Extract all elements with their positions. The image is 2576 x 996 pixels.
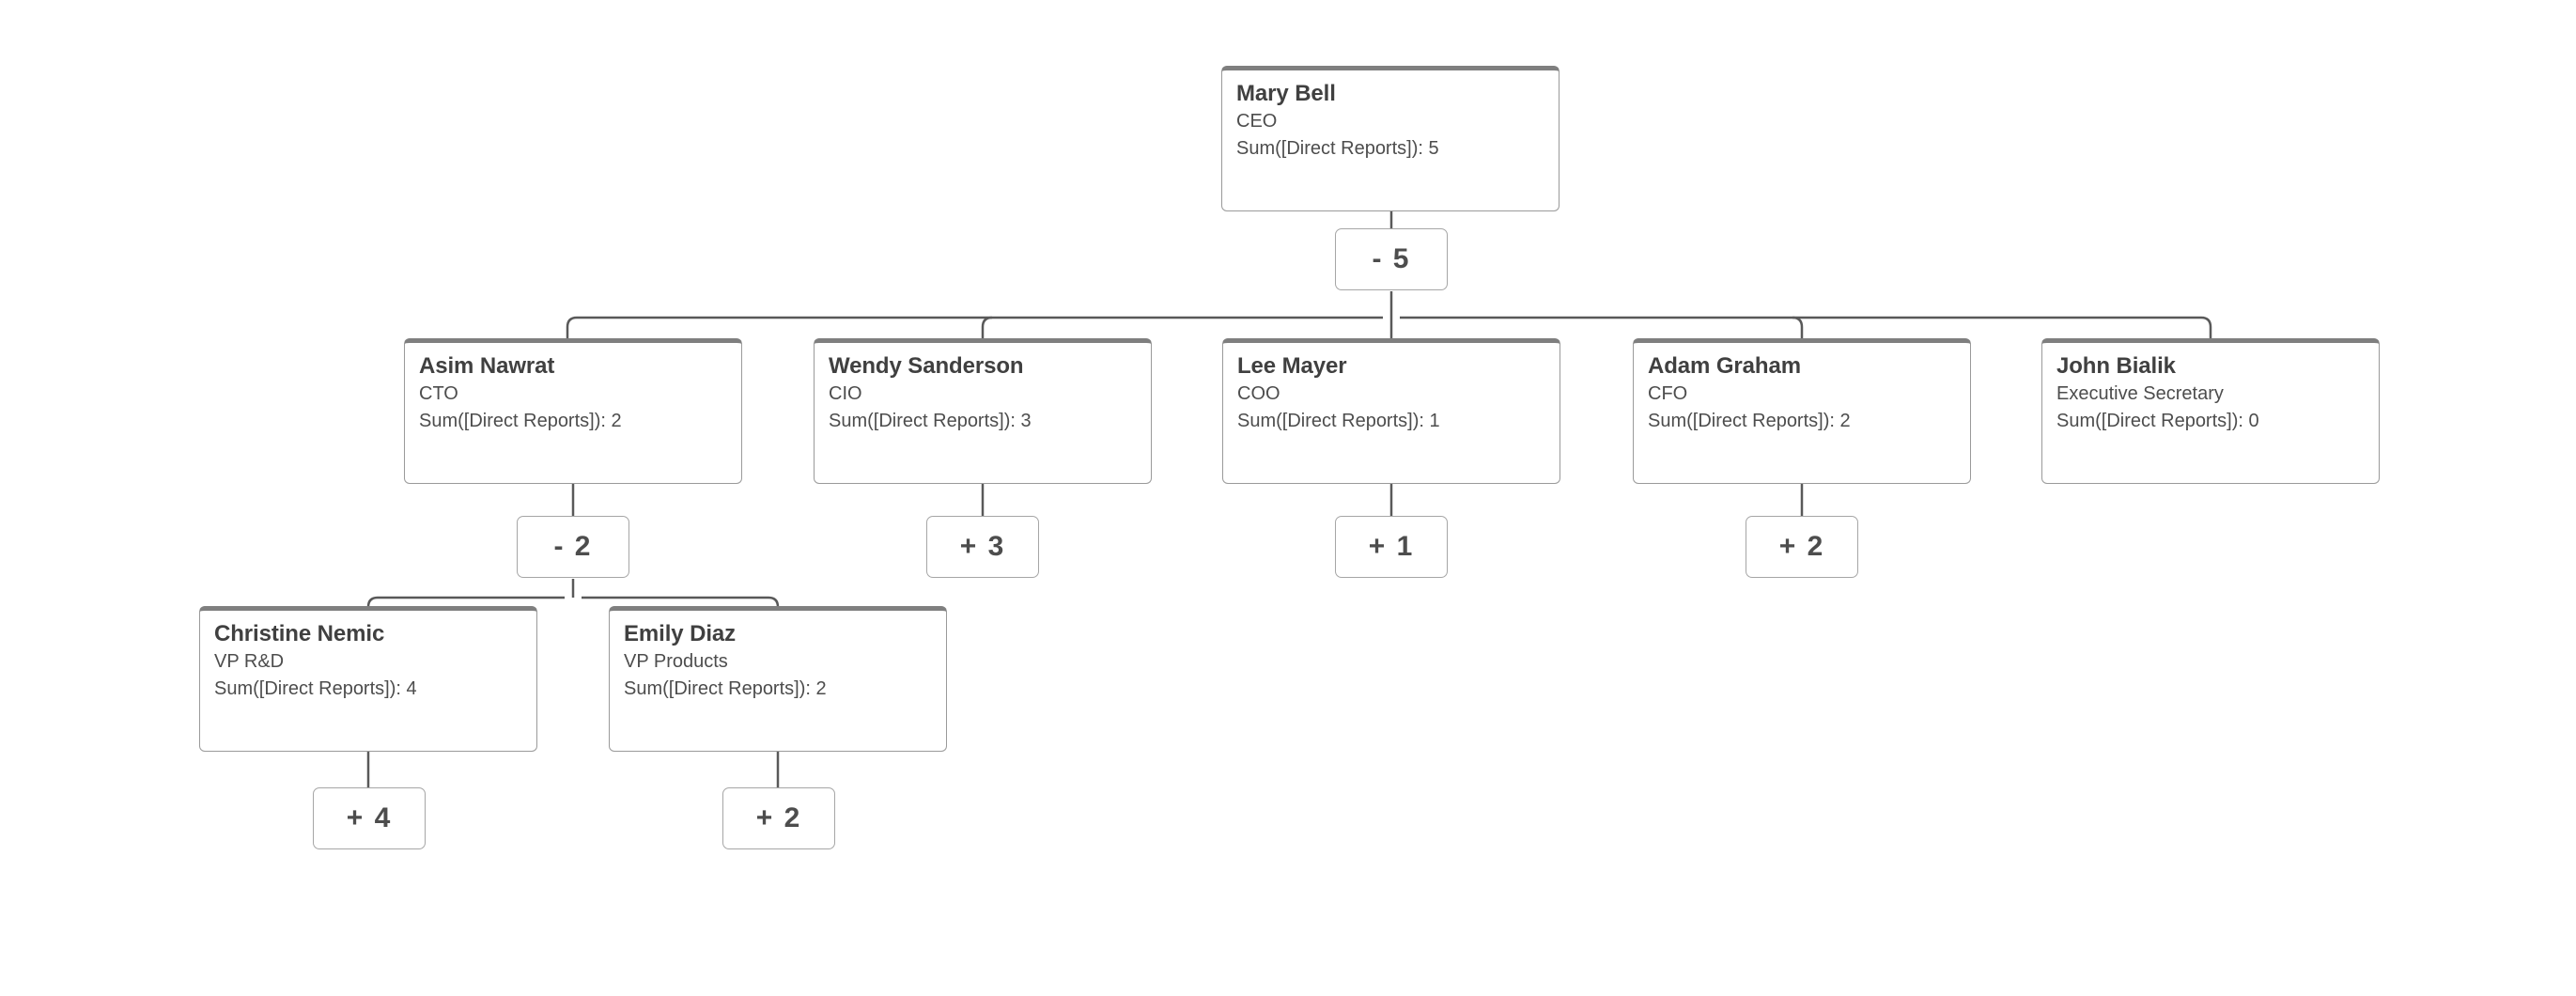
org-node-john-bialik[interactable]: John Bialik Executive Secretary Sum([Dir… [2041,338,2380,484]
node-title: Executive Secretary [2056,383,2224,404]
toggle-button-emily-diaz[interactable]: + 2 [722,787,835,849]
node-measure: Sum([Direct Reports]): 2 [419,411,622,431]
org-node-lee-mayer[interactable]: Lee Mayer COO Sum([Direct Reports]): 1 [1222,338,1560,484]
node-title: CEO [1236,111,1278,132]
toggle-button-mary-bell[interactable]: - 5 [1335,228,1448,290]
node-name: Asim Nawrat [419,353,555,379]
toggle-button-adam-graham[interactable]: + 2 [1746,516,1858,578]
node-title: VP Products [624,651,728,672]
org-node-asim-nawrat[interactable]: Asim Nawrat CTO Sum([Direct Reports]): 2 [404,338,742,484]
node-measure: Sum([Direct Reports]): 4 [214,678,417,699]
node-measure: Sum([Direct Reports]): 3 [829,411,1032,431]
node-measure: Sum([Direct Reports]): 2 [1648,411,1851,431]
org-node-mary-bell[interactable]: Mary Bell CEO Sum([Direct Reports]): 5 [1221,66,1560,211]
node-name: Wendy Sanderson [829,353,1024,379]
node-title: VP R&D [214,651,285,672]
node-title: CFO [1648,383,1688,404]
org-node-adam-graham[interactable]: Adam Graham CFO Sum([Direct Reports]): 2 [1633,338,1971,484]
org-node-emily-diaz[interactable]: Emily Diaz VP Products Sum([Direct Repor… [609,606,947,752]
node-measure: Sum([Direct Reports]): 5 [1236,138,1439,159]
node-name: Lee Mayer [1237,353,1347,379]
toggle-button-christine-nemic[interactable]: + 4 [313,787,426,849]
node-title: CIO [829,383,862,404]
node-name: John Bialik [2056,353,2176,379]
node-name: Emily Diaz [624,621,737,646]
node-measure: Sum([Direct Reports]): 1 [1237,411,1440,431]
toggle-button-asim-nawrat[interactable]: - 2 [517,516,629,578]
org-node-christine-nemic[interactable]: Christine Nemic VP R&D Sum([Direct Repor… [199,606,537,752]
org-node-wendy-sanderson[interactable]: Wendy Sanderson CIO Sum([Direct Reports]… [814,338,1152,484]
node-title: CTO [419,383,458,404]
node-title: COO [1237,383,1280,404]
toggle-button-wendy-sanderson[interactable]: + 3 [926,516,1039,578]
node-measure: Sum([Direct Reports]): 2 [624,678,827,699]
node-measure: Sum([Direct Reports]): 0 [2056,411,2259,431]
node-name: Christine Nemic [214,621,385,646]
toggle-button-lee-mayer[interactable]: + 1 [1335,516,1448,578]
node-name: Adam Graham [1648,353,1801,379]
node-name: Mary Bell [1236,81,1336,106]
